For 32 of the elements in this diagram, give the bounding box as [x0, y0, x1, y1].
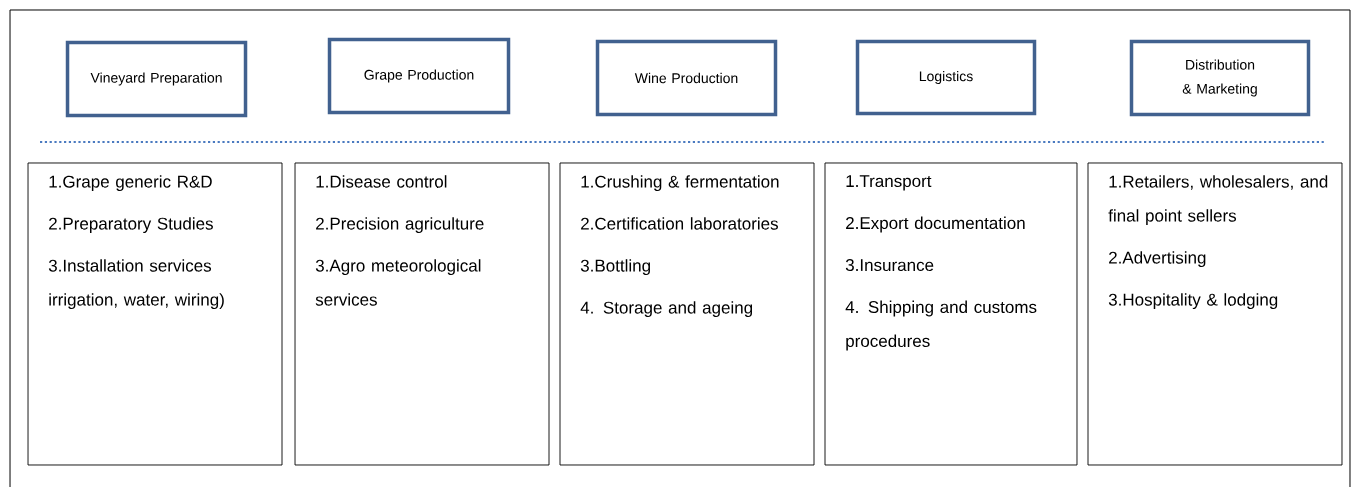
list-item: 1.Grape generic R&D [49, 175, 212, 192]
list-item: 1.Transport [846, 175, 932, 191]
header-text: Vineyard Preparation [90, 72, 222, 86]
list-box [824, 162, 1078, 466]
list-item: 3.Insurance [845, 259, 934, 272]
stage-box [65, 40, 248, 118]
list-box [1087, 162, 1343, 466]
list-item: 2.Preparatory Studies [49, 217, 213, 234]
header-text: Distribution & Marketing [1182, 59, 1257, 97]
header-text: Logistics [919, 70, 973, 84]
stage-box [1129, 39, 1311, 117]
list-item: 2.Certification laboratories [581, 217, 778, 230]
list-item: 3.Installation services irrigation, water, wiring) [48, 259, 224, 310]
list-item: 3.Hospitality & lodging [1108, 293, 1278, 310]
stage-box [855, 39, 1037, 116]
list-item: 2.Export documentation [846, 216, 1025, 233]
list-box [27, 162, 283, 466]
list-item: 3.Agro meteorological services [315, 259, 481, 306]
list-item: 1.Crushing & fermentation [581, 175, 779, 192]
list-item: 4. Storage and ageing [580, 301, 753, 318]
list-item: 3.Bottling [580, 259, 650, 276]
header-text: Wine Production [634, 72, 738, 84]
header-text: Grape Production [364, 69, 474, 83]
list-item: 4. Shipping and customs procedures [845, 300, 1037, 351]
list-box [294, 162, 550, 466]
list-item: 2.Precision agriculture [316, 217, 484, 234]
stage-box [595, 39, 778, 117]
stage-box [327, 37, 511, 115]
list-item: 1.Disease control [316, 175, 447, 188]
list-box [559, 162, 815, 466]
list-item: 2.Advertising [1109, 251, 1206, 268]
list-item: 1.Retailers, wholesalers, and final point sellers [1108, 175, 1328, 226]
